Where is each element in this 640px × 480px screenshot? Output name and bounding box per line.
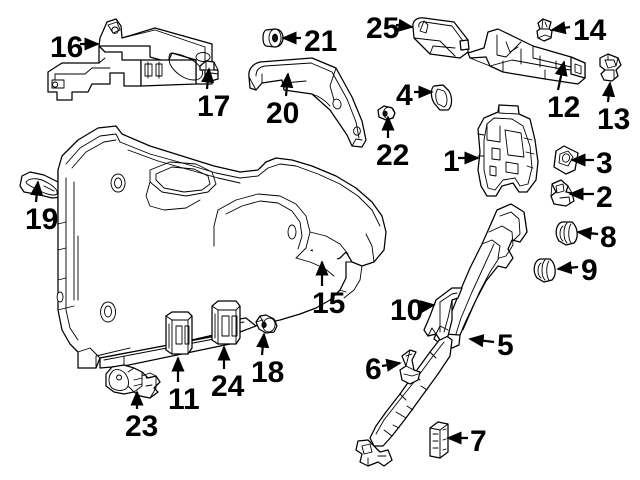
callout-arrow-6: [381, 358, 402, 372]
callout-label-17: 17: [197, 90, 231, 123]
callout-arrow-14: [550, 21, 571, 35]
callout-arrow-8: [576, 226, 599, 240]
callout-arrow-20: [280, 72, 294, 97]
callout-label-9: 9: [581, 254, 598, 287]
part-10-shape: [423, 287, 463, 341]
callout-label-5: 5: [497, 329, 514, 362]
part-22-shape: [377, 105, 396, 121]
callout-label-14: 14: [573, 14, 607, 47]
part-9-shape: [533, 258, 556, 283]
part-12-shape: [467, 28, 586, 85]
callout-label-22: 22: [376, 139, 410, 172]
callout-label-25: 25: [366, 12, 400, 45]
part-14-shape: [536, 18, 553, 42]
part-1-shape: [477, 104, 539, 197]
callout-arrow-10: [417, 300, 436, 314]
part-16-shape: [47, 18, 213, 101]
part-25-shape: [412, 17, 470, 59]
part-5-shape: [355, 203, 528, 467]
part-23-shape: [105, 364, 161, 399]
part-4-shape: [430, 84, 453, 111]
part-6-shape: [399, 349, 421, 385]
callout-label-19: 19: [25, 203, 59, 236]
callout-arrow-25: [395, 18, 414, 32]
callout-label-3: 3: [596, 147, 613, 180]
part-8-shape: [555, 221, 578, 246]
callout-arrow-19: [30, 180, 44, 203]
part-21-shape: [262, 28, 284, 48]
part-18-shape: [255, 314, 278, 334]
callout-label-12: 12: [547, 91, 581, 124]
callout-label-23: 23: [125, 410, 159, 443]
callout-label-13: 13: [597, 103, 631, 136]
callout-label-8: 8: [600, 221, 617, 254]
callout-arrow-18: [256, 332, 270, 356]
callout-label-6: 6: [365, 353, 382, 386]
callout-label-16: 16: [50, 31, 84, 64]
callout-leaders: [30, 18, 616, 445]
callout-label-4: 4: [396, 79, 413, 112]
callout-label-1: 1: [443, 145, 460, 178]
callout-label-24: 24: [211, 370, 245, 403]
callout-label-11: 11: [168, 383, 200, 416]
part-11-shape: [165, 311, 193, 355]
callout-arrow-17: [201, 67, 215, 90]
callout-label-2: 2: [596, 181, 613, 214]
part-13-shape: [599, 53, 622, 82]
callout-label-15: 15: [312, 287, 346, 320]
callout-arrow-13: [602, 81, 616, 103]
callout-label-20: 20: [266, 97, 300, 130]
callout-label-21: 21: [304, 25, 338, 58]
callout-label-10: 10: [390, 294, 424, 327]
callout-arrow-9: [556, 261, 579, 275]
callout-arrow-5: [468, 334, 495, 348]
part-7-shape: [429, 421, 449, 459]
callout-label-18: 18: [251, 356, 285, 389]
part-24-shape: [211, 300, 241, 345]
callout-label-7: 7: [470, 425, 487, 458]
callout-arrow-12: [554, 60, 568, 91]
